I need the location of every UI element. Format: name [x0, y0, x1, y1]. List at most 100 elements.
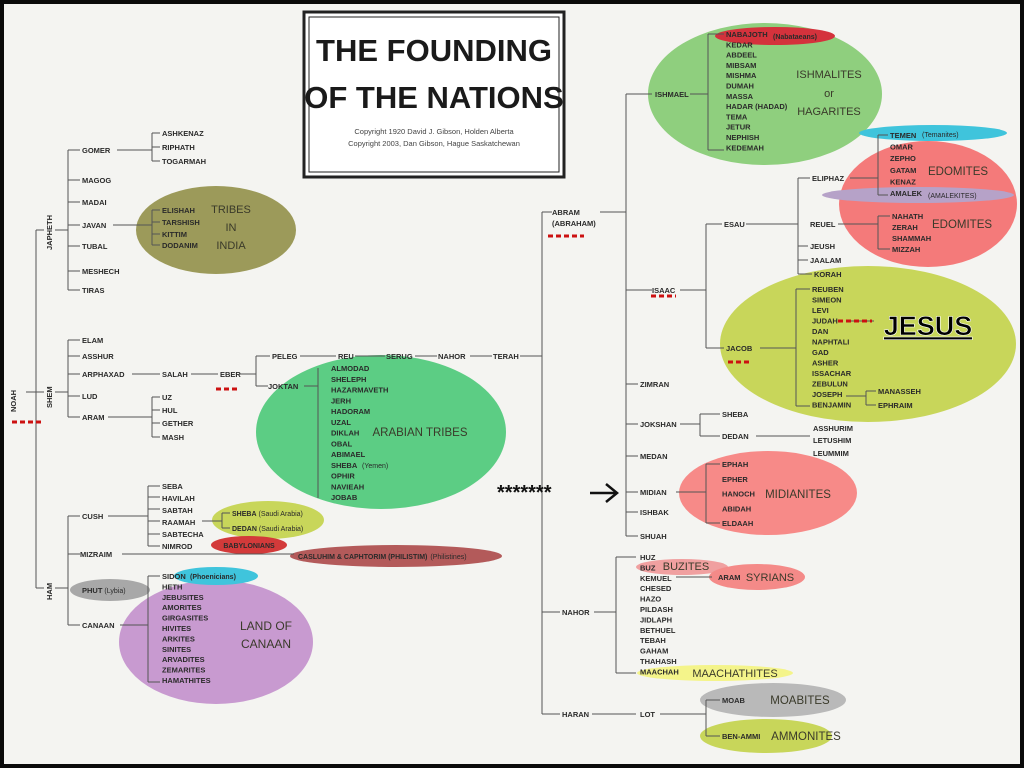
canaan-child: ARVADITES: [162, 655, 205, 664]
arabian-tribes-label: ARABIAN TRIBES: [372, 427, 467, 439]
ishbak-node: ISHBAK: [640, 508, 669, 517]
copyright-1920: Copyright 1920 David J. Gibson, Holden A…: [354, 127, 514, 136]
edomites-label: EDOMITES: [928, 166, 988, 178]
buzites-label: BUZITES: [663, 561, 709, 573]
canaan-child: SIDON: [162, 572, 186, 581]
nabataeans-ellipse: [715, 27, 835, 45]
ishmalites-label-line: HAGARITES: [797, 106, 861, 118]
midianites-label: MIDIANITES: [765, 489, 831, 501]
sheba-dedan-ellipse: [212, 501, 324, 539]
ishmael-child: NEPHISH: [726, 133, 759, 142]
shem-node: SHEM: [45, 386, 54, 408]
midian-ellipse: [679, 451, 857, 535]
jesus-label: JESUS: [884, 311, 973, 341]
joktan-children-list: ALMODADSHELEPHHAZARMAVETHJERHHADORAMUZAL…: [331, 364, 388, 502]
joktan-child: DIKLAH: [331, 429, 359, 438]
nahor-child: BUZ: [640, 563, 656, 572]
ishmael-child: KEDAR: [726, 40, 753, 49]
cush-child: RAAMAH: [162, 518, 195, 527]
temanites-ellipse: [859, 125, 1007, 141]
canaan-child: HIVITES: [162, 624, 191, 633]
midian-child: EPHER: [722, 475, 748, 484]
shuah-node: SHUAH: [640, 532, 667, 541]
temanites-label: (Temanites): [922, 132, 959, 139]
jacob-child: ASHER: [812, 359, 839, 368]
aram-child: MASH: [162, 433, 184, 442]
eliphaz-child: TEMEN: [890, 131, 916, 140]
arrow-icon: [590, 483, 619, 503]
moab-ellipse: [700, 683, 846, 717]
moabites-label: MOABITES: [770, 695, 830, 707]
gomer-child: TOGARMAH: [162, 157, 206, 166]
canaan-label-line: CANAAN: [241, 637, 291, 651]
magog-node: MAGOG: [82, 176, 111, 185]
ishmael-child: MIBSAM: [726, 61, 756, 70]
joktan-child: UZAL: [331, 418, 351, 427]
stars-label: *******: [497, 482, 552, 504]
jacob-child: JUDAH: [812, 317, 838, 326]
canaan-child: HAMATHITES: [162, 676, 211, 685]
nahor-child: TEBAH: [640, 636, 666, 645]
aram-child: HUL: [162, 406, 178, 415]
nahor-child: CHESED: [640, 584, 672, 593]
phut-node: PHUT(Lybia): [82, 586, 126, 595]
javan-child: DODANIM: [162, 241, 198, 250]
canaan-label-line: LAND OF: [240, 619, 292, 633]
canaan-child: ARKITES: [162, 634, 195, 643]
ishmael-child: JETUR: [726, 123, 751, 132]
gomer-child: RIPHATH: [162, 143, 195, 152]
reu-node: REU: [338, 352, 354, 361]
title-box: [302, 10, 566, 179]
lud-node: LUD: [82, 392, 98, 401]
peleg-node: PELEG: [272, 352, 298, 361]
amalekites-ellipse: [822, 187, 1014, 203]
midian-node: MIDIAN: [640, 488, 667, 497]
nahor-child: GAHAM: [640, 647, 668, 656]
nahor-child: HAZO: [640, 595, 661, 604]
midian-child: ELDAAH: [722, 519, 753, 528]
aram-child: UZ: [162, 393, 172, 402]
syrians-ellipse: [709, 564, 805, 590]
javan-child: ELISHAH: [162, 206, 195, 215]
dedan-child: LETUSHIM: [813, 436, 851, 445]
benammi-node: BEN-AMMI: [722, 732, 760, 741]
cush-child: NIMROD: [162, 542, 193, 551]
canaan-child: HETH: [162, 582, 182, 591]
terah-node: TERAH: [493, 352, 519, 361]
joktan-child: NAVIEAH: [331, 482, 364, 491]
zimran-node: ZIMRAN: [640, 380, 669, 389]
midian-child: ABIDAH: [722, 504, 751, 513]
joktan-child: SHEBA: [331, 461, 358, 470]
nahor-child: KEMUEL: [640, 574, 672, 583]
canaan-child: GIRGASITES: [162, 614, 208, 623]
esau-node: ESAU: [724, 220, 745, 229]
jacob-child: BENJAMIN: [812, 401, 851, 410]
jacob-child: NAPHTALI: [812, 338, 849, 347]
eliphaz-child: ZEPHO: [890, 154, 916, 163]
mizraim-node: MIZRAIM: [80, 550, 112, 559]
eliphaz-child: KENAZ: [890, 177, 916, 186]
elam-node: ELAM: [82, 336, 103, 345]
dedan-child: LEUMMIM: [813, 449, 849, 458]
reuel-child: SHAMMAH: [892, 234, 931, 243]
cush-child: HAVILAH: [162, 494, 195, 503]
jacob-child: ZEBULUN: [812, 380, 848, 389]
haran-node: HARAN: [562, 710, 589, 719]
edom-ellipse: [839, 141, 1017, 267]
reuel-node: REUEL: [810, 220, 836, 229]
cush-child: SEBA: [162, 482, 183, 491]
ishmael-child: DUMAH: [726, 82, 754, 91]
korah-node: KORAH: [814, 270, 842, 279]
nahor-child: BETHUEL: [640, 626, 676, 635]
jokshan-sheba-node: SHEBA: [722, 410, 749, 419]
abram-node: ABRAM: [552, 208, 580, 217]
moab-node: MOAB: [722, 696, 745, 705]
madai-node: MADAI: [82, 198, 107, 207]
reuel-child: NAHATH: [892, 212, 923, 221]
ishmael-child: KEDEMAH: [726, 143, 764, 152]
jacob-child: REUBEN: [812, 285, 844, 294]
reuel-child: ZERAH: [892, 223, 918, 232]
tiras-node: TIRAS: [82, 286, 105, 295]
india-label-line: INDIA: [216, 240, 246, 252]
